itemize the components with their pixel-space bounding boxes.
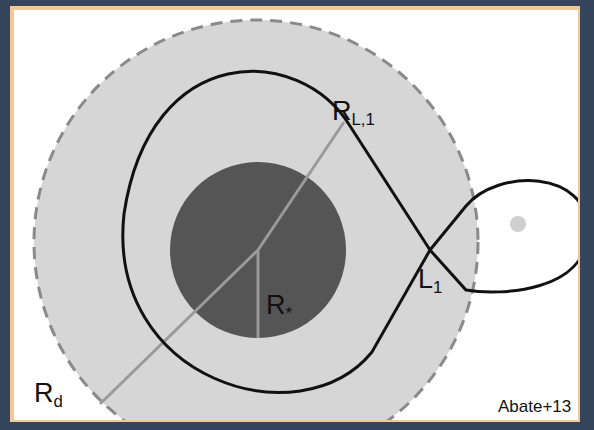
star-radius-line: [257, 250, 260, 338]
roche-radius-line: [258, 122, 344, 250]
citation-watermark: Abate+13: [498, 398, 571, 415]
primary-roche-lobe: [123, 71, 430, 392]
secondary-roche-lobe: [430, 181, 578, 292]
roche-lobe-illustration: [14, 10, 578, 420]
disk-circle: [34, 20, 478, 420]
star-radius-label: R*: [266, 292, 292, 319]
disk-radius-line: [100, 250, 258, 404]
lagrange-point-label: L1: [418, 266, 442, 293]
disk-radius-label: Rd: [34, 380, 63, 407]
roche-radius-label: RL,1: [332, 98, 375, 125]
companion-dot: [510, 216, 526, 232]
figure-panel: RL,1R* Rd L1Abate+13: [14, 10, 578, 420]
